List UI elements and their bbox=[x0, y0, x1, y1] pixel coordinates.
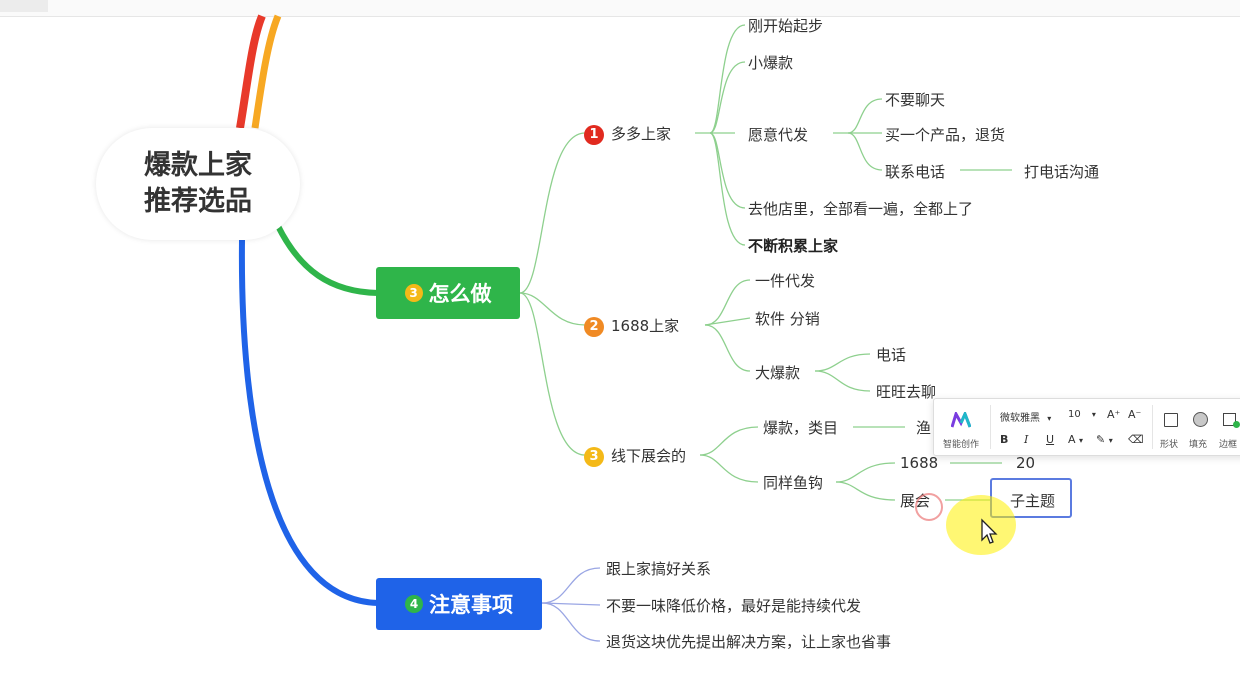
subtopic[interactable]: 爆款，类目 bbox=[763, 419, 839, 437]
fill-label: 填充 bbox=[1189, 440, 1208, 450]
topic-label: 多多上家 bbox=[611, 125, 672, 143]
divider bbox=[1152, 405, 1153, 449]
highlight-button[interactable]: ✎ ▾ bbox=[1096, 433, 1113, 446]
underline-button[interactable]: U bbox=[1046, 433, 1055, 446]
main-topic-how[interactable]: 3 怎么做 bbox=[376, 267, 520, 319]
text-color-button[interactable]: A ▾ bbox=[1068, 433, 1083, 446]
fill-button[interactable]: 填充 bbox=[1189, 411, 1213, 451]
chevron-down-icon: ▾ bbox=[1091, 410, 1096, 419]
highlighter-icon: ✎ bbox=[1096, 433, 1106, 446]
subtopic[interactable]: 旺旺去聊 bbox=[876, 383, 937, 401]
border-button[interactable]: 边框 bbox=[1219, 411, 1240, 451]
chevron-down-icon: ▾ bbox=[1079, 436, 1084, 445]
note-item[interactable]: 不要一味降低价格，最好是能持续代发 bbox=[606, 597, 862, 615]
subtopic[interactable]: 不要聊天 bbox=[885, 91, 946, 109]
status-dot-icon bbox=[1233, 421, 1240, 428]
shape-label: 形状 bbox=[1160, 440, 1179, 450]
ai-create-button[interactable]: 智能创作 bbox=[943, 440, 980, 450]
note-item[interactable]: 跟上家搞好关系 bbox=[606, 560, 712, 578]
subtopic[interactable]: 打电话沟通 bbox=[1024, 163, 1100, 181]
subtopic[interactable]: 刚开始起步 bbox=[748, 17, 824, 35]
subtopic[interactable]: 不断积累上家 bbox=[748, 237, 839, 255]
subtopic[interactable]: 渔 bbox=[916, 419, 932, 437]
subtopic[interactable]: 联系电话 bbox=[885, 163, 946, 181]
cursor-highlight bbox=[946, 495, 1016, 555]
font-family-select[interactable]: 微软雅黑 ▾ bbox=[1000, 409, 1051, 424]
root-topic[interactable]: 爆款上家 推荐选品 bbox=[96, 128, 300, 240]
clear-format-button[interactable]: ⌫ bbox=[1128, 433, 1144, 446]
chevron-down-icon: ▾ bbox=[1108, 436, 1113, 445]
topic-label: 线下展会的 bbox=[611, 447, 687, 465]
italic-button[interactable]: I bbox=[1024, 433, 1029, 446]
font-shrink-button[interactable]: A⁻ bbox=[1128, 408, 1142, 421]
main-topic-label: 怎么做 bbox=[428, 282, 492, 306]
click-ring bbox=[915, 493, 943, 521]
root-line2: 推荐选品 bbox=[144, 186, 252, 217]
priority-badge: 4 bbox=[405, 595, 423, 613]
priority-badge: 3 bbox=[584, 446, 604, 467]
tab-stub bbox=[0, 0, 48, 12]
divider bbox=[990, 405, 991, 449]
subtopic-label: 子主题 bbox=[1010, 492, 1056, 510]
subtopic[interactable]: 软件 分销 bbox=[755, 310, 820, 328]
subtopic[interactable]: 1688 bbox=[900, 454, 939, 472]
fill-circle-icon bbox=[1193, 412, 1208, 427]
font-grow-button[interactable]: A⁺ bbox=[1107, 408, 1121, 421]
priority-badge: 2 bbox=[584, 316, 604, 337]
font-family-value: 微软雅黑 bbox=[1000, 413, 1040, 424]
subtopic[interactable]: 大爆款 bbox=[755, 364, 801, 382]
square-icon bbox=[1164, 413, 1178, 427]
format-toolbar: 智能创作 微软雅黑 ▾ 10 ▾ A⁺ A⁻ B I U A ▾ ✎ ▾ ⌫ 形… bbox=[933, 398, 1240, 456]
subtopic[interactable]: 同样鱼钩 bbox=[763, 474, 824, 492]
mouse-cursor-icon bbox=[981, 518, 998, 544]
subtopic[interactable]: 去他店里，全部看一遍，全都上了 bbox=[748, 200, 974, 218]
subtopic[interactable]: 电话 bbox=[876, 346, 907, 364]
border-label: 边框 bbox=[1219, 440, 1238, 450]
top-bar bbox=[0, 0, 1240, 17]
main-topic-label: 注意事项 bbox=[429, 593, 513, 617]
topic-1688[interactable]: 2 1688上家 bbox=[584, 315, 679, 337]
subtopic[interactable]: 一件代发 bbox=[755, 272, 816, 290]
border-icon bbox=[1223, 413, 1236, 426]
main-topic-notes[interactable]: 4 注意事项 bbox=[376, 578, 542, 630]
note-item[interactable]: 退货这块优先提出解决方案，让上家也省事 bbox=[606, 633, 892, 651]
topic-duoduo[interactable]: 1 多多上家 bbox=[584, 123, 671, 145]
subtopic[interactable]: 愿意代发 bbox=[748, 126, 809, 144]
subtopic[interactable]: 20 bbox=[1016, 454, 1036, 472]
topic-expo[interactable]: 3 线下展会的 bbox=[584, 445, 686, 467]
chevron-down-icon: ▾ bbox=[1047, 414, 1052, 423]
font-size-value: 10 bbox=[1068, 409, 1081, 420]
subtopic[interactable]: 小爆款 bbox=[748, 54, 794, 72]
topic-label: 1688上家 bbox=[611, 317, 680, 335]
font-size-select[interactable]: 10 ▾ bbox=[1068, 409, 1096, 420]
subtopic[interactable]: 买一个产品，退货 bbox=[885, 126, 1006, 144]
shape-button[interactable]: 形状 bbox=[1160, 411, 1184, 451]
root-line1: 爆款上家 bbox=[144, 150, 252, 181]
text-color-icon: A bbox=[1068, 433, 1076, 446]
bold-button[interactable]: B bbox=[1000, 433, 1009, 446]
priority-badge: 3 bbox=[404, 284, 423, 302]
ai-logo-icon bbox=[951, 412, 971, 428]
priority-badge: 1 bbox=[584, 124, 604, 145]
